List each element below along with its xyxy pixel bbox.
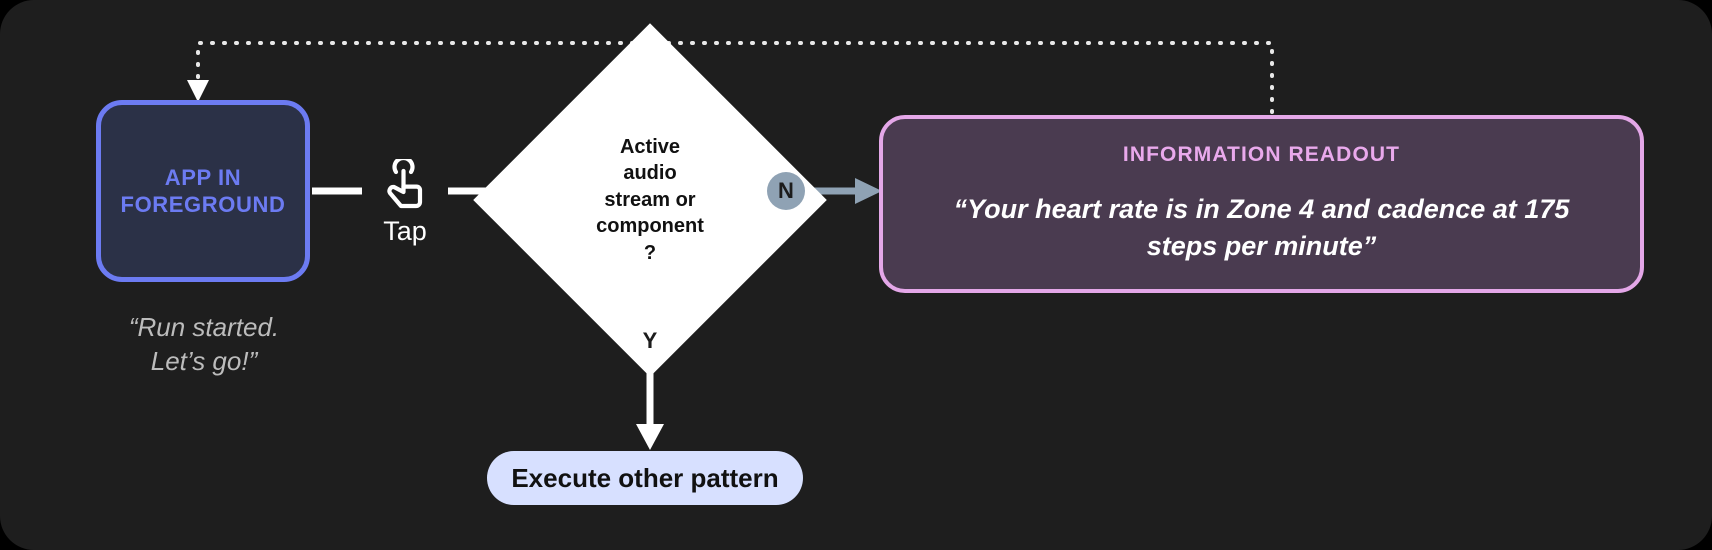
information-readout-quote: “Your heart rate is in Zone 4 and cadenc…	[932, 191, 1592, 264]
decision-line-2: audio	[623, 162, 677, 185]
arrowhead-yes-to-execute	[636, 424, 664, 450]
decision-line-1: Active	[619, 135, 681, 158]
app-caption-line-2: Let’s go!”	[150, 346, 258, 377]
readout-quote-line-2: 175 steps per minute”	[1146, 194, 1570, 261]
node-app-in-foreground[interactable]: APP IN FOREGROUND	[96, 100, 310, 282]
arrowhead-no-to-readout	[855, 178, 882, 204]
node-app-in-foreground-label: APP IN FOREGROUND	[121, 164, 286, 219]
decision-diamond-label: Active audio stream or component ?	[525, 75, 775, 325]
interaction-tap-label: Tap	[383, 216, 427, 246]
app-caption-line-1: “Run started.	[128, 312, 280, 342]
node-information-readout[interactable]: INFORMATION READOUT “Your heart rate is …	[879, 115, 1644, 293]
node-app-in-foreground-caption: “Run started. Let’s go!”	[70, 310, 338, 379]
arrowhead-feedback-loop	[187, 80, 209, 102]
app-label-line-1: APP IN	[164, 164, 242, 190]
node-execute-other-pattern[interactable]: Execute other pattern	[487, 451, 803, 505]
decision-line-5: ?	[643, 241, 657, 264]
branch-badge-yes[interactable]: Y	[631, 322, 669, 360]
node-decision-audio-stream[interactable]: Active audio stream or component ?	[473, 23, 827, 377]
app-label-line-2: FOREGROUND	[120, 192, 286, 217]
information-readout-heading: INFORMATION READOUT	[1122, 143, 1401, 167]
interaction-tap-marker: Tap	[366, 158, 444, 245]
decision-line-3: stream or	[604, 188, 696, 211]
readout-quote-line-1: “Your heart rate is in Zone 4 and cadenc…	[953, 194, 1517, 225]
decision-line-4: component	[596, 215, 704, 238]
tap-hand-icon	[366, 158, 444, 214]
branch-badge-no[interactable]: N	[767, 172, 805, 210]
